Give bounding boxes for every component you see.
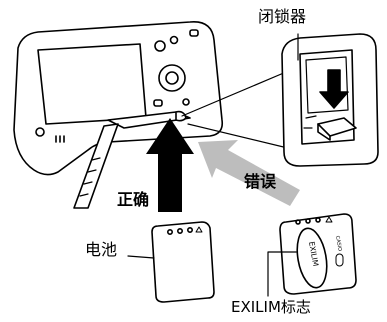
camera-back-illustration [13, 21, 224, 209]
battery-compartment [107, 111, 191, 129]
exilim-logo-text: EXILIM [307, 241, 320, 267]
wrong-direction-arrow [198, 140, 300, 206]
battery-label: 电池 [85, 240, 118, 259]
zoom-connector [181, 71, 297, 151]
latch-push-arrow [319, 69, 349, 109]
control-dial [158, 64, 186, 92]
correct-label: 正确 [117, 190, 150, 209]
battery-door [73, 123, 119, 209]
battery-correct [151, 221, 215, 303]
battery-leader-line [127, 255, 155, 259]
latch-label: 闭锁器 [258, 7, 307, 26]
battery-wrong: EXILIM CASIO [279, 213, 357, 295]
latch-piece [317, 117, 357, 137]
logo-leader-line [267, 251, 297, 297]
wrong-label: 错误 [244, 172, 277, 191]
exilim-logo-label: EXILIM标志 [231, 298, 311, 316]
correct-direction-arrow [146, 118, 194, 212]
mode-button [154, 40, 166, 52]
exilim-logo-oval [296, 227, 328, 289]
casio-brand-text: CASIO [334, 235, 343, 251]
